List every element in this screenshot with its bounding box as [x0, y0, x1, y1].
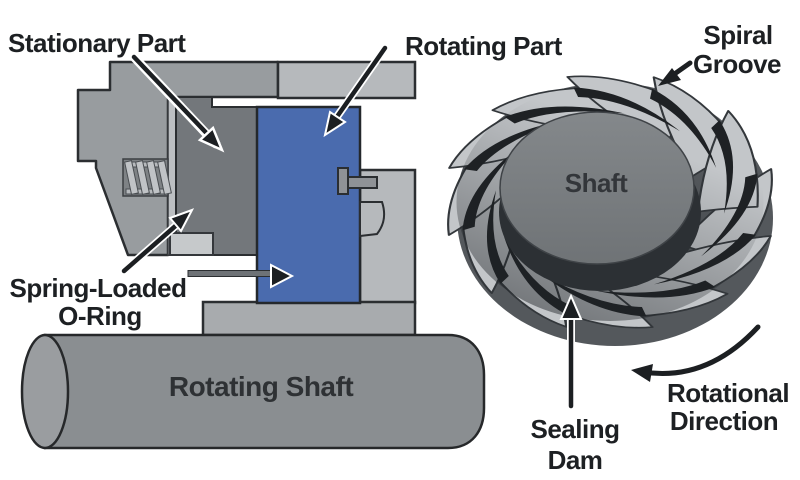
label-rotating-shaft: Rotating Shaft	[168, 371, 354, 402]
rotating-shaft-end-cap	[20, 333, 70, 450]
shaft-disc	[499, 111, 695, 265]
spiral-groove-face	[429, 61, 791, 346]
stationary-part-arrow	[129, 52, 225, 153]
label-rotating-part: Rotating Part	[405, 31, 562, 61]
label-o-ring: O-Ring	[58, 301, 142, 331]
label-spring-loaded: Spring-Loaded	[9, 273, 187, 303]
label-sealing: Sealing	[530, 414, 620, 444]
label-spiral-groove-line2: Groove	[692, 49, 782, 79]
retainer-top-bar	[276, 60, 417, 100]
label-dam: Dam	[547, 445, 603, 475]
rotating-part-arrow	[323, 44, 389, 138]
o-ring-seat-notch	[359, 201, 386, 238]
retainer-right-block	[358, 168, 417, 305]
label-spiral-groove-line1: Spiral	[703, 20, 773, 50]
o-ring-arrow	[120, 208, 195, 275]
label-rotational: Rotational	[666, 378, 790, 408]
drive-pin	[337, 167, 378, 195]
rotating-shaft-cylinder	[43, 333, 486, 450]
shaft-sleeve	[201, 300, 417, 337]
spring	[122, 158, 172, 197]
arrows	[120, 44, 761, 410]
face-step	[169, 232, 214, 256]
sealing-dam-arrow	[559, 293, 583, 410]
label-stationary-part: Stationary Part	[8, 28, 186, 58]
label-direction: Direction	[669, 406, 779, 436]
label-shaft: Shaft	[564, 168, 628, 198]
spiral-groove-arrow	[658, 60, 693, 86]
rotational-direction-arrow	[631, 324, 761, 382]
flow-arrow	[187, 263, 295, 289]
